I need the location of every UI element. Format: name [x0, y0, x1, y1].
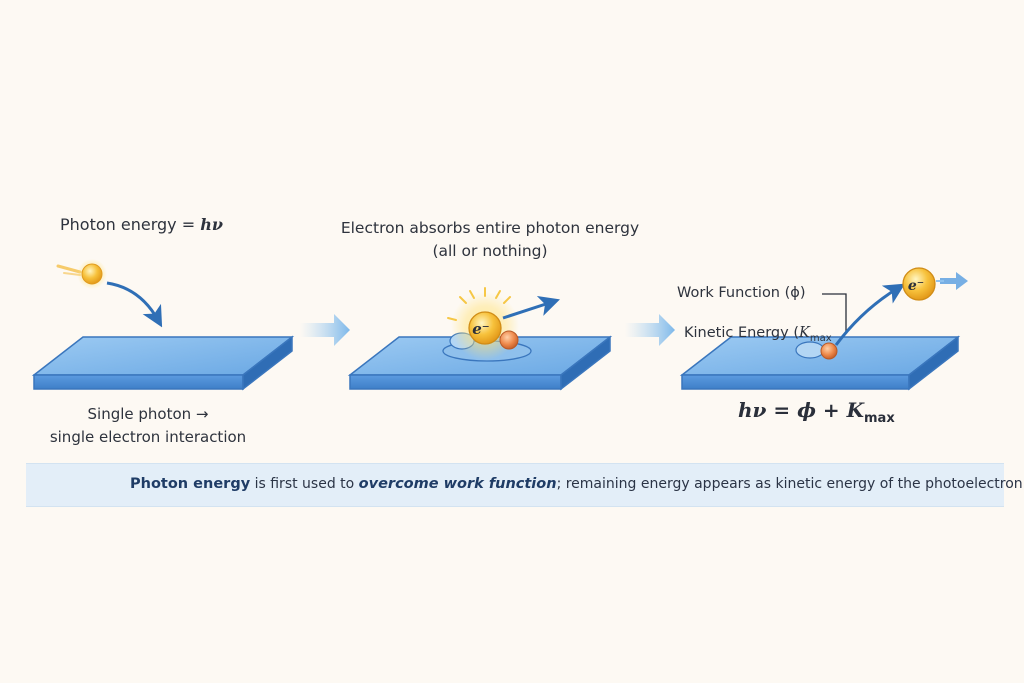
plate-dent-3 [795, 341, 825, 359]
ejection-arrow-3 [834, 283, 906, 346]
flow-arrow-icon [625, 314, 675, 346]
formula-equals: = [766, 398, 798, 422]
photon-icon [56, 259, 107, 289]
flow-arrow-icon [300, 314, 350, 346]
single-photon-note-line1: Single photon → [87, 405, 209, 423]
work-function-label: Work Function (ϕ) [677, 285, 806, 301]
orange-particle-2 [499, 330, 519, 350]
photon-energy-prefix: Photon energy = [60, 215, 201, 234]
kinetic-energy-sub: max [809, 332, 832, 344]
caption-text: Photon energy is first used to overcome … [130, 476, 1024, 492]
absorption-title-line1: Electron absorbs entire photon energy [340, 219, 640, 237]
formula-lhs: hν [738, 398, 767, 422]
caption-highlight-work-function: overcome work function [358, 476, 557, 492]
orange-particle-3 [820, 342, 838, 360]
ejection-arrow-2 [502, 295, 560, 320]
kinetic-energy-label: Kinetic Energy (Kmax [684, 325, 832, 344]
single-photon-note-line2: single electron interaction [49, 428, 247, 446]
electron-icon: e⁻ [902, 267, 936, 301]
caption-text-part2: is first used to [250, 476, 359, 492]
electron-label: e⁻ [908, 278, 924, 294]
formula-k: K [846, 398, 865, 422]
energy-formula: hν = ϕ + Kmax [738, 398, 895, 426]
formula-phi: ϕ [797, 398, 816, 422]
formula-plus: + [815, 398, 847, 422]
metal-plate-1 [31, 335, 295, 391]
caption-band [26, 463, 1004, 507]
caption-text-part4: ; remaining energy appears as kinetic en… [556, 476, 1024, 492]
photon-energy-symbol: hν [200, 215, 223, 234]
electron-label: e⁻ [472, 320, 489, 338]
kinetic-energy-prefix: Kinetic Energy ( [684, 325, 799, 341]
caption-highlight-photon-energy: Photon energy [130, 476, 251, 492]
formula-sub: max [864, 411, 895, 426]
photon-energy-title: Photon energy = hν [60, 215, 223, 234]
work-function-bracket [822, 293, 847, 332]
kinetic-energy-symbol: K [798, 325, 810, 341]
photon-path-arrow [106, 281, 163, 328]
electron-icon: e⁻ [468, 311, 502, 345]
absorption-title-line2: (all or nothing) [432, 242, 548, 260]
motion-trail-icon [936, 272, 968, 290]
